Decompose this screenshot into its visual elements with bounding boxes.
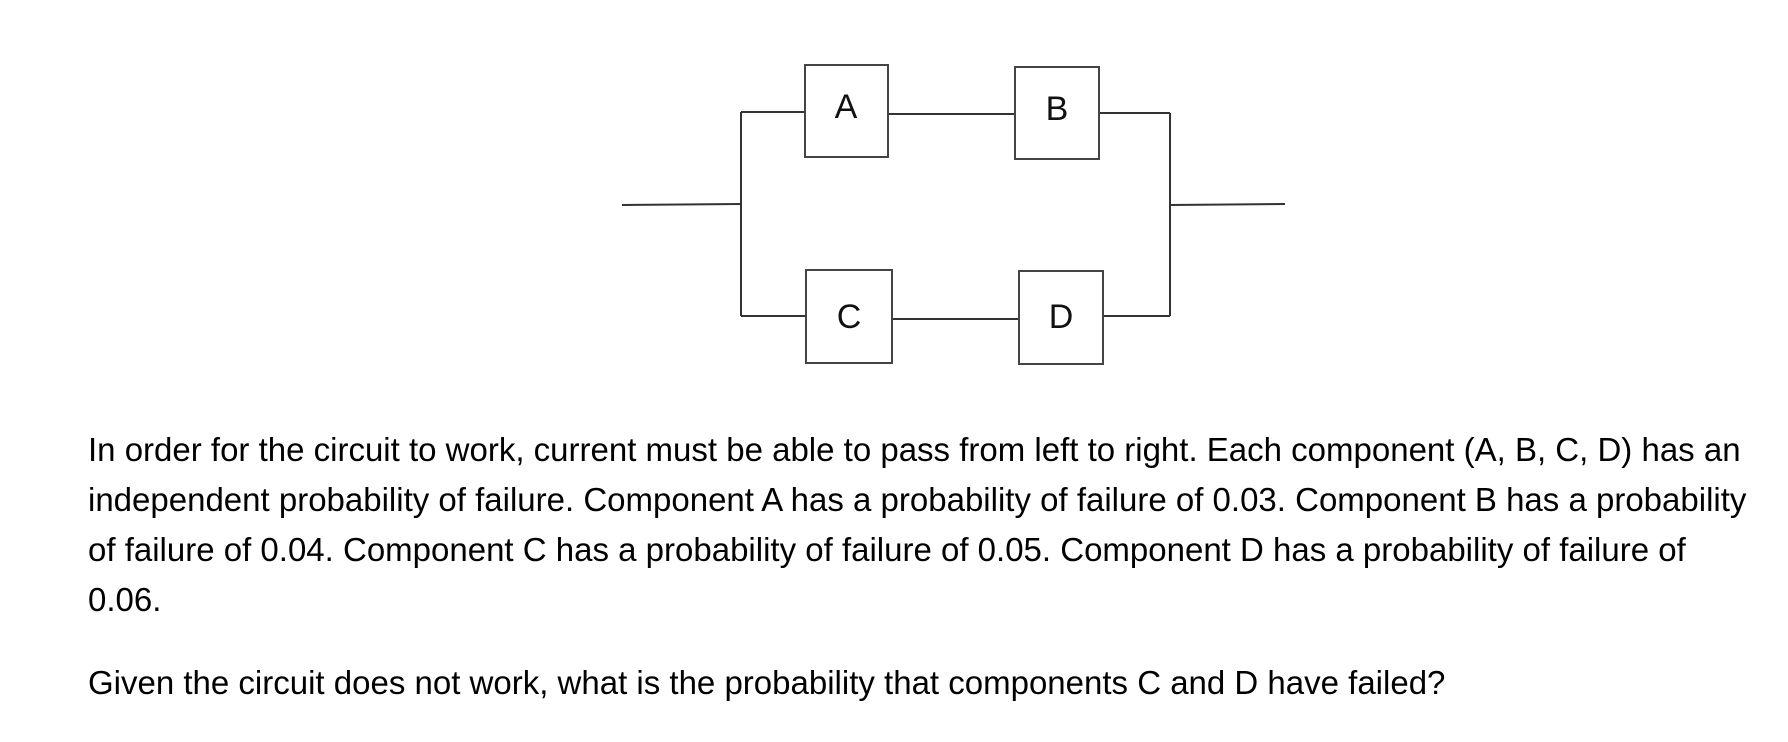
- problem-description: In order for the circuit to work, curren…: [88, 431, 1747, 618]
- component-b-label: B: [1046, 90, 1069, 128]
- component-a-label: A: [835, 88, 858, 126]
- component-c-label: C: [837, 298, 862, 336]
- component-b-box: [1014, 66, 1100, 160]
- component-d-label: D: [1049, 298, 1074, 336]
- problem-question: Given the circuit does not work, what is…: [88, 664, 1446, 701]
- component-c-box: [805, 269, 893, 364]
- component-a-box: [804, 64, 889, 158]
- circuit-diagram: A B C D: [621, 64, 1286, 365]
- input-wire: [621, 203, 742, 206]
- component-d-box: [1018, 270, 1104, 365]
- output-wire: [1169, 203, 1286, 206]
